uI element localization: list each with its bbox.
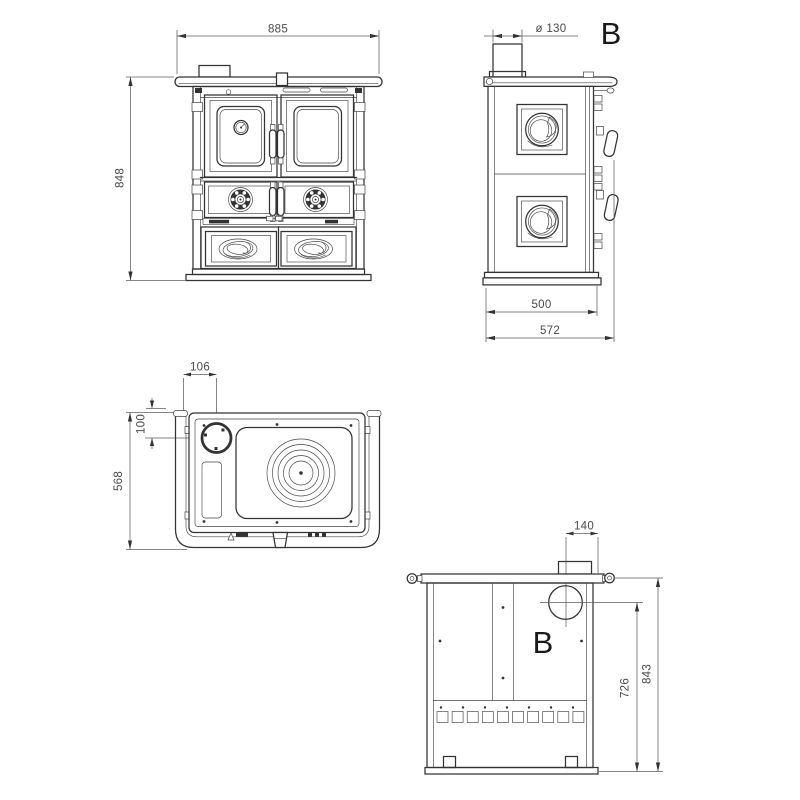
front-vent-slot	[320, 87, 348, 93]
cooktop-frame	[188, 412, 366, 534]
drawer-left	[204, 230, 278, 267]
side-hinges	[593, 95, 603, 249]
side-handle-upper	[596, 126, 619, 157]
rear-section-label: B	[533, 625, 554, 660]
rear-rail-knob-right	[604, 572, 615, 584]
front-vent-slot	[282, 87, 311, 93]
side-handle-lower	[596, 190, 619, 222]
dim-depth-body: 500	[531, 299, 551, 311]
flue-ring-top	[200, 422, 233, 454]
rear-top-plate	[420, 573, 605, 584]
air-control-rod	[606, 87, 615, 94]
side-top-plate	[483, 76, 618, 88]
front-left-door	[203, 94, 278, 178]
dim-flue-diameter: ø 130	[536, 23, 567, 35]
front-top-screw	[225, 89, 232, 95]
front-right-door	[280, 94, 355, 178]
side-body	[487, 85, 595, 274]
cooking-plate	[235, 426, 353, 520]
rail-cap-left	[173, 410, 188, 417]
rear-base	[424, 766, 599, 775]
side-medallion-upper	[516, 103, 568, 156]
side-rail-end	[485, 77, 494, 86]
dim-total-height: 843	[642, 664, 654, 684]
dim-rear-flue-offset: 140	[574, 521, 594, 533]
top-tray	[201, 461, 222, 519]
top-view: 106 100 568	[113, 362, 382, 550]
dim-flue-offset-y: 100	[136, 414, 148, 434]
front-plate-bracket	[275, 72, 289, 87]
door-hinges	[191, 102, 366, 220]
dim-depth-total: 572	[540, 325, 560, 337]
air-rosette-left	[228, 187, 253, 212]
front-base	[191, 268, 366, 276]
side-medallion-lower	[516, 195, 568, 248]
dim-flue-offset-x: 106	[190, 362, 210, 374]
rear-bracket-right	[564, 755, 579, 769]
door-handles-upper	[268, 124, 285, 165]
side-base	[483, 271, 600, 279]
dim-front-height: 848	[115, 168, 127, 188]
dim-top-depth: 568	[113, 471, 125, 491]
rear-body	[426, 582, 594, 769]
rear-view: 140 B	[406, 521, 663, 775]
rear-bracket-left	[442, 755, 457, 769]
side-view: ø 130 B	[482, 16, 622, 342]
front-view: 885 848	[115, 24, 383, 282]
rear-flue-collar	[557, 560, 593, 575]
dim-front-width: 885	[268, 24, 288, 36]
front-flue-collar	[198, 64, 231, 78]
rear-rail-knob-left	[406, 573, 418, 584]
rear-vent-row	[436, 706, 585, 723]
thermometer	[233, 119, 249, 136]
air-rosette-right	[303, 187, 328, 212]
dim-flue-center-height: 726	[620, 678, 632, 698]
front-latch	[272, 531, 289, 549]
side-section-label: B	[601, 16, 622, 51]
drawer-right	[280, 230, 353, 267]
rail-cap-right	[366, 410, 382, 417]
